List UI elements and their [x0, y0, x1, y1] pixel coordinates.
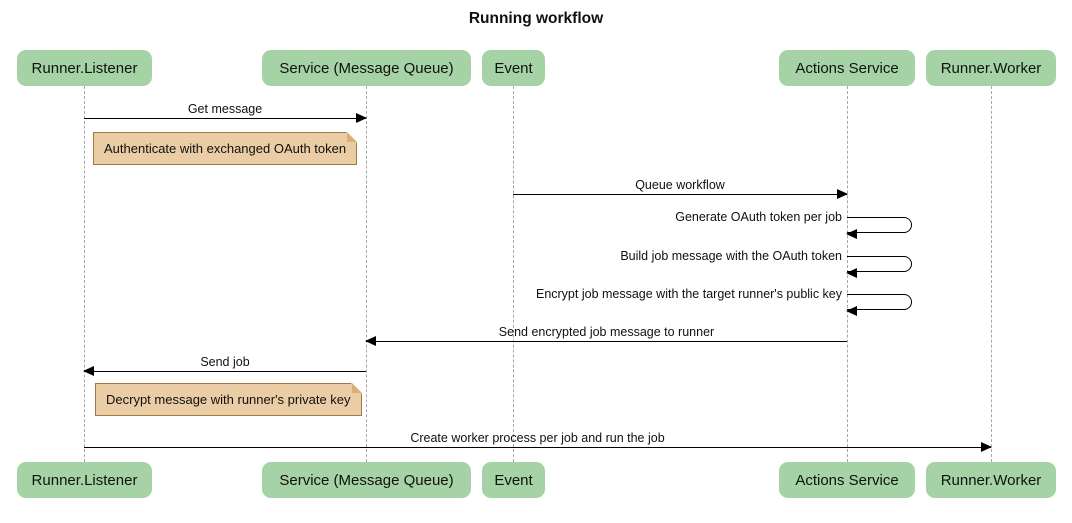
arrowhead-left-icon	[846, 305, 857, 316]
lifeline-service-message-queue	[366, 86, 367, 462]
message-label: Send job	[200, 355, 250, 369]
message-label: Encrypt job message with the target runn…	[535, 287, 842, 301]
message-line	[365, 335, 847, 346]
message-send-job: Send job	[83, 355, 366, 376]
message-line	[84, 441, 992, 452]
arrowhead-right-icon	[837, 188, 848, 199]
message-line	[83, 365, 366, 376]
note-authenticate: Authenticate with exchanged OAuth token	[93, 132, 358, 165]
message-label: Generate OAuth token per job	[675, 210, 842, 224]
message-label: Create worker process per job and run th…	[410, 431, 665, 445]
message-label: Send encrypted job message to runner	[498, 325, 715, 339]
actor-runner-worker-bottom: Runner.Worker	[926, 462, 1056, 498]
actor-runner-listener-bottom: Runner.Listener	[17, 462, 152, 498]
actor-runner-listener-top: Runner.Listener	[17, 50, 152, 86]
actor-service-message-queue-bottom: Service (Message Queue)	[262, 462, 471, 498]
actor-actions-service-top: Actions Service	[779, 50, 915, 86]
arrowhead-left-icon	[846, 228, 857, 239]
actor-actions-service-bottom: Actions Service	[779, 462, 915, 498]
actor-service-message-queue-top: Service (Message Queue)	[262, 50, 471, 86]
message-create-worker-process: Create worker process per job and run th…	[84, 431, 992, 452]
self-loop-line	[846, 256, 912, 278]
note-text: Authenticate with exchanged OAuth token	[104, 141, 347, 156]
self-loop-line	[846, 217, 912, 239]
message-label: Queue workflow	[635, 178, 725, 192]
actor-runner-worker-top: Runner.Worker	[926, 50, 1056, 86]
actor-event-bottom: Event	[482, 462, 545, 498]
lifeline-runner-worker	[991, 86, 992, 462]
arrowhead-right-icon	[356, 112, 367, 123]
self-loop-line	[846, 294, 912, 316]
note-text: Decrypt message with runner's private ke…	[106, 392, 351, 407]
arrowhead-left-icon	[846, 267, 857, 278]
actor-event-top: Event	[482, 50, 545, 86]
message-get-message: Get message	[84, 102, 367, 123]
arrowhead-left-icon	[365, 335, 376, 346]
message-label: Build job message with the OAuth token	[620, 249, 842, 263]
message-send-encrypted-job: Send encrypted job message to runner	[365, 325, 847, 346]
message-line	[84, 112, 367, 123]
lifeline-event	[513, 86, 514, 462]
note-fold-icon	[347, 132, 358, 142]
arrowhead-right-icon	[981, 441, 992, 452]
note-fold-icon	[351, 383, 362, 393]
diagram-title: Running workflow	[468, 10, 604, 27]
arrowhead-left-icon	[83, 365, 94, 376]
note-decrypt: Decrypt message with runner's private ke…	[95, 383, 362, 416]
message-label: Get message	[187, 102, 263, 116]
message-queue-workflow: Queue workflow	[513, 178, 848, 199]
lifeline-runner-listener	[84, 86, 85, 462]
message-line	[513, 188, 848, 199]
